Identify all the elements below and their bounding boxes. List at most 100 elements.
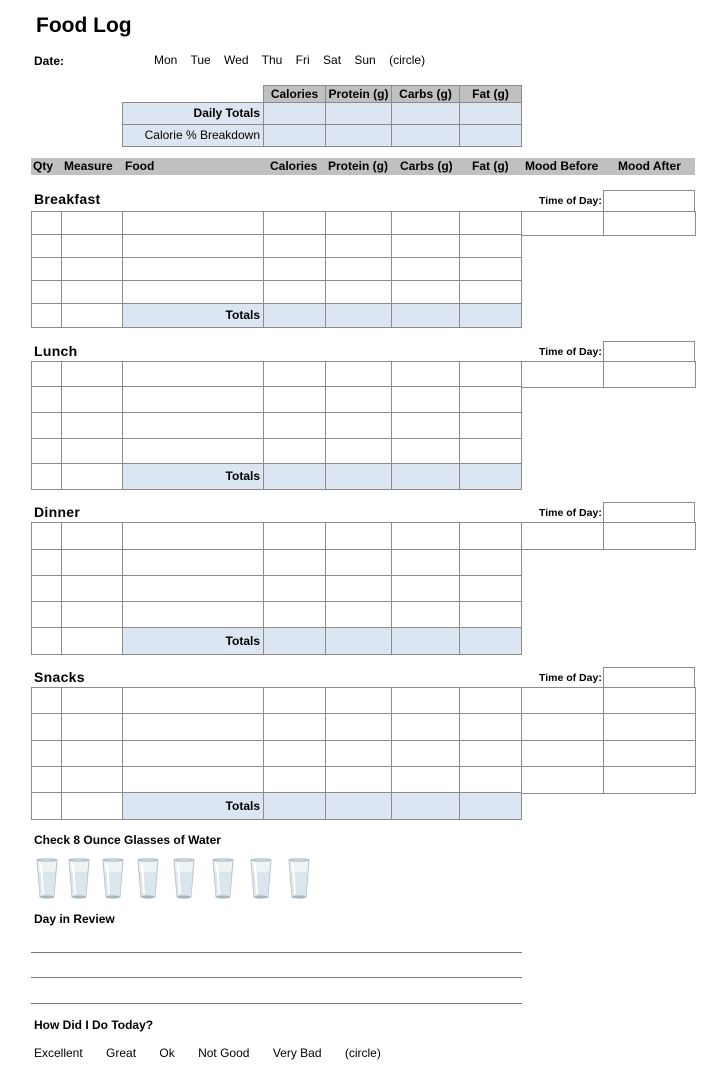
- table-cell[interactable]: [459, 280, 522, 305]
- time-of-day-input[interactable]: [603, 341, 695, 362]
- table-cell[interactable]: [521, 713, 604, 741]
- water-glass-icon[interactable]: [172, 858, 196, 900]
- table-cell[interactable]: [263, 234, 326, 259]
- table-cell[interactable]: [122, 211, 264, 236]
- table-cell[interactable]: [31, 412, 62, 439]
- table-cell[interactable]: [31, 627, 62, 655]
- time-of-day-input[interactable]: [603, 667, 695, 688]
- table-cell[interactable]: [459, 627, 522, 655]
- table-cell[interactable]: [325, 303, 392, 328]
- table-cell[interactable]: [459, 386, 522, 413]
- table-cell[interactable]: [263, 687, 326, 715]
- water-glass-icon[interactable]: [67, 858, 91, 900]
- table-cell[interactable]: [122, 361, 264, 388]
- table-cell[interactable]: [325, 740, 392, 768]
- table-cell[interactable]: [61, 575, 123, 603]
- table-cell[interactable]: [61, 303, 123, 328]
- table-cell[interactable]: [325, 601, 392, 629]
- table-cell[interactable]: [61, 740, 123, 768]
- table-cell[interactable]: [391, 522, 460, 550]
- table-cell[interactable]: [325, 549, 392, 577]
- table-cell[interactable]: [61, 522, 123, 550]
- table-cell[interactable]: [325, 463, 392, 490]
- table-cell[interactable]: [325, 522, 392, 550]
- summary-cell[interactable]: [263, 124, 326, 147]
- table-cell[interactable]: [459, 766, 522, 794]
- table-cell[interactable]: [61, 792, 123, 820]
- day-options[interactable]: Mon Tue Wed Thu Fri Sat Sun (circle): [154, 53, 425, 67]
- table-cell[interactable]: [263, 627, 326, 655]
- table-cell[interactable]: [263, 361, 326, 388]
- summary-cell[interactable]: [325, 124, 392, 147]
- table-cell[interactable]: [122, 257, 264, 282]
- table-cell[interactable]: [325, 687, 392, 715]
- table-cell[interactable]: [459, 575, 522, 603]
- table-cell[interactable]: [61, 257, 123, 282]
- table-cell[interactable]: [122, 438, 264, 465]
- summary-cell[interactable]: [459, 102, 522, 125]
- table-cell[interactable]: [521, 211, 604, 236]
- table-cell[interactable]: [122, 386, 264, 413]
- table-cell[interactable]: [61, 463, 123, 490]
- table-cell[interactable]: [459, 740, 522, 768]
- table-cell[interactable]: [391, 361, 460, 388]
- review-line[interactable]: [31, 952, 522, 953]
- table-cell[interactable]: [61, 361, 123, 388]
- table-cell[interactable]: [263, 303, 326, 328]
- table-cell[interactable]: [459, 522, 522, 550]
- table-cell[interactable]: [391, 234, 460, 259]
- table-cell[interactable]: [459, 463, 522, 490]
- table-cell[interactable]: [459, 438, 522, 465]
- table-cell[interactable]: [459, 713, 522, 741]
- table-cell[interactable]: [61, 549, 123, 577]
- table-cell[interactable]: [603, 361, 696, 388]
- table-cell[interactable]: [61, 627, 123, 655]
- table-cell[interactable]: [122, 412, 264, 439]
- table-cell[interactable]: [391, 412, 460, 439]
- water-glass-icon[interactable]: [211, 858, 235, 900]
- table-cell[interactable]: [122, 713, 264, 741]
- table-cell[interactable]: [325, 257, 392, 282]
- table-cell[interactable]: [391, 303, 460, 328]
- table-cell[interactable]: [391, 438, 460, 465]
- table-cell[interactable]: [325, 211, 392, 236]
- table-cell[interactable]: [61, 386, 123, 413]
- table-cell[interactable]: [263, 386, 326, 413]
- table-cell[interactable]: [263, 575, 326, 603]
- table-cell[interactable]: [391, 687, 460, 715]
- rating-ok[interactable]: Ok: [159, 1046, 175, 1060]
- table-cell[interactable]: [263, 211, 326, 236]
- day-fri[interactable]: Fri: [295, 53, 310, 67]
- table-cell[interactable]: [31, 361, 62, 388]
- table-cell[interactable]: [459, 412, 522, 439]
- table-cell[interactable]: [325, 627, 392, 655]
- table-cell[interactable]: [325, 792, 392, 820]
- day-wed[interactable]: Wed: [224, 53, 249, 67]
- table-cell[interactable]: [31, 687, 62, 715]
- table-cell[interactable]: [31, 280, 62, 305]
- table-cell[interactable]: [603, 766, 696, 794]
- table-cell[interactable]: [325, 386, 392, 413]
- table-cell[interactable]: [459, 601, 522, 629]
- review-line[interactable]: [31, 1003, 522, 1004]
- table-cell[interactable]: [391, 627, 460, 655]
- table-cell[interactable]: [391, 792, 460, 820]
- water-glass-icon[interactable]: [249, 858, 273, 900]
- table-cell[interactable]: [31, 463, 62, 490]
- table-cell[interactable]: [325, 438, 392, 465]
- table-cell[interactable]: [61, 280, 123, 305]
- table-cell[interactable]: [122, 549, 264, 577]
- table-cell[interactable]: [325, 280, 392, 305]
- table-cell[interactable]: [61, 412, 123, 439]
- table-cell[interactable]: [521, 766, 604, 794]
- table-cell[interactable]: [31, 211, 62, 236]
- table-cell[interactable]: [521, 687, 604, 715]
- table-cell[interactable]: [263, 792, 326, 820]
- table-cell[interactable]: [603, 522, 696, 550]
- table-cell[interactable]: [603, 713, 696, 741]
- table-cell[interactable]: [325, 412, 392, 439]
- table-cell[interactable]: [521, 740, 604, 768]
- table-cell[interactable]: [122, 234, 264, 259]
- time-of-day-input[interactable]: [603, 190, 695, 212]
- table-cell[interactable]: [325, 575, 392, 603]
